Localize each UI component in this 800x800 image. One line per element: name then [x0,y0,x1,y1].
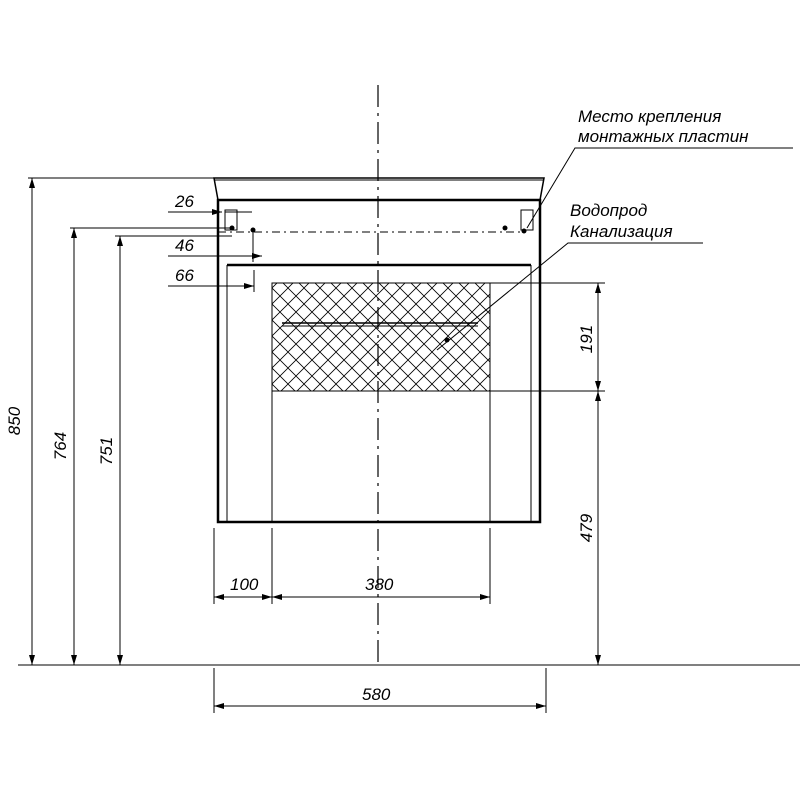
dim-580 [213,668,547,713]
drawer-lower [271,391,491,522]
plumbing-point-far-right [521,228,527,234]
dim-764 [70,227,232,665]
dim-66-label: 66 [175,266,194,285]
dim-46-label: 46 [175,236,194,255]
water-point [444,337,450,343]
dim-191 [490,282,605,392]
dim-479-label: 479 [577,513,596,542]
note-sewer: Канализация [570,222,673,241]
dim-26-label: 26 [174,192,194,211]
mounting-plates [224,209,534,231]
leader-mounting [526,147,793,229]
dim-66 [168,270,255,292]
dim-751 [115,235,232,665]
countertop [213,177,545,201]
dim-850 [28,177,214,665]
leader-water [436,242,703,351]
plumbing-point-right [502,225,508,231]
dim-100 [213,528,273,604]
dim-380-label: 380 [365,575,394,594]
dim-850-label: 850 [5,406,24,435]
note-water: Водопрод [570,201,647,220]
note-mounting-line2: монтажных пластин [578,127,749,146]
cabinet-body [216,198,542,524]
dim-764-label: 764 [51,432,70,460]
dim-100-label: 100 [230,575,259,594]
dim-580-label: 580 [362,685,391,704]
dim-191-label: 191 [577,325,596,353]
dim-751-label: 751 [97,437,116,465]
dim-380 [272,528,491,604]
dim-46 [168,230,262,262]
drawer-hatched [271,282,491,392]
note-mounting-line1: Место крепления [578,107,721,126]
